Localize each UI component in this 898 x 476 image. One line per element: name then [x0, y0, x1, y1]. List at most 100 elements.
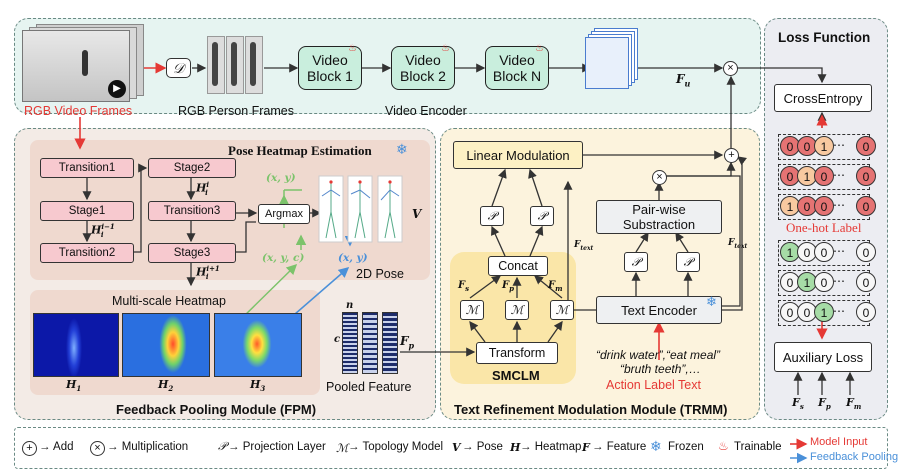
onehot-cell: 0	[814, 272, 834, 292]
onehot-cell: ⋯	[833, 244, 845, 258]
feature-stack	[584, 28, 640, 90]
onehot-cell: 0	[814, 196, 834, 216]
xy-pose-label: (x, y)	[338, 252, 368, 264]
stage2-box: Stage2	[148, 158, 236, 178]
legend-feat: → Feature	[592, 441, 647, 453]
fpm-title: Feedback Pooling Module (FPM)	[116, 402, 317, 417]
video-block-2: Video Block 2	[391, 46, 455, 90]
pairwise-substraction-box: Pair-wise Substraction	[596, 200, 722, 234]
legend-frozen: Frozen	[668, 441, 704, 453]
heatmap-h3	[214, 313, 302, 377]
onehot-cell: 0	[856, 136, 876, 156]
legend-topo-symbol: ℳ	[336, 443, 349, 455]
legend-topo: → Topology Model	[348, 441, 444, 453]
cross-entropy-box: CrossEntropy	[774, 84, 872, 112]
h3-label: H3	[250, 378, 266, 394]
legend-model-input: Model Input	[810, 436, 868, 448]
trainable-icon: ♨	[535, 43, 544, 54]
multiply-node-top: ×	[723, 61, 738, 76]
onehot-cell: 0	[856, 166, 876, 186]
action-text-example-2: “bruth teeth”,…	[620, 362, 701, 376]
xyc-coord-label: (x, y, c)	[262, 252, 305, 264]
onehot-cell: 0	[856, 272, 876, 292]
legend-v-symbol: V	[452, 441, 461, 454]
legend-proj: → Projection Layer	[228, 441, 326, 453]
onehot-cell: 0	[856, 302, 876, 322]
c-label: c	[334, 334, 341, 345]
auxiliary-loss-box: Auxiliary Loss	[774, 342, 872, 372]
linear-modulation-box: Linear Modulation	[453, 141, 583, 169]
play-icon[interactable]: ▶	[108, 80, 126, 98]
stage1-box: Stage1	[40, 201, 134, 221]
projection-box-left: 𝒫	[480, 206, 504, 226]
onehot-cell: 1	[814, 302, 834, 322]
projection-box-right: 𝒫	[530, 206, 554, 226]
transition2-box: Transition2	[40, 243, 134, 263]
trainable-icon: ♨	[348, 43, 357, 54]
onehot-cell: ⋯	[833, 304, 845, 318]
projection-box-text-left: 𝒫	[624, 252, 648, 272]
legend-pose: → Pose	[462, 441, 503, 453]
onehot-cell: ⋯	[833, 168, 845, 182]
multiply-legend-icon: ×	[90, 441, 105, 456]
onehot-cell: 1	[814, 136, 834, 156]
frozen-legend-icon: ❄	[650, 438, 662, 454]
action-text-example-1: “drink water”,“eat meal”	[596, 348, 721, 362]
v-label: V	[412, 207, 422, 221]
legend-trainable: Trainable	[734, 441, 782, 453]
onehot-label: One-hot Label	[786, 220, 862, 235]
onehot-cell: ⋯	[833, 274, 845, 288]
smclm-label: SMCLM	[492, 368, 540, 383]
onehot-cell: 0	[814, 242, 834, 262]
onehot-cell: 0	[814, 166, 834, 186]
fp-feature-label: Fp	[400, 334, 415, 351]
h-i-label: Hii	[196, 180, 210, 197]
legend-panel	[14, 427, 888, 469]
heatmap-h1	[33, 313, 119, 377]
loss-fm-label: Fm	[846, 396, 862, 412]
fs-label: Fs	[458, 280, 470, 293]
onehot-cell: 0	[856, 242, 876, 262]
2d-pose-label: 2D Pose	[356, 267, 404, 281]
n-label: n	[346, 300, 354, 311]
h-i-minus-1-label: Hi−1i	[91, 222, 115, 239]
multiply-node-trmm: ×	[652, 170, 667, 185]
transition1-box: Transition1	[40, 158, 134, 178]
onehot-cell: ⋯	[833, 138, 845, 152]
legend-mul: → Multiplication	[107, 441, 189, 453]
video-block-n: Video Block N	[485, 46, 549, 90]
xy-coord-label: (x, y)	[266, 172, 296, 184]
h1-label: H1	[66, 378, 82, 394]
fp-label: Fp	[502, 280, 515, 293]
legend-heat: → Heatmap	[520, 441, 582, 453]
rgb-person-frames-image	[207, 36, 263, 94]
rgb-video-frames-label: RGB Video Frames	[24, 104, 133, 118]
detector-d-box: 𝒟	[166, 58, 191, 78]
onehot-cell: 0	[780, 302, 800, 322]
onehot-cell: ⋯	[833, 198, 845, 212]
loss-function-title: Loss Function	[778, 30, 871, 45]
projection-box-text-right: 𝒫	[676, 252, 700, 272]
frozen-icon: ❄	[706, 294, 717, 309]
topology-model-box-2: ℳ	[505, 300, 529, 320]
add-legend-icon: +	[22, 441, 37, 456]
loss-fp-label: Fp	[818, 396, 831, 412]
ftext-label-left: Ftext	[574, 240, 594, 252]
video-encoder-label: Video Encoder	[385, 104, 467, 118]
pose-heatmap-title: Pose Heatmap Estimation	[228, 143, 372, 158]
pooled-feature-label: Pooled Feature	[326, 380, 412, 394]
legend-add: → Add	[39, 441, 74, 453]
fu-label: Fu	[676, 72, 691, 89]
legend-h-symbol: H	[510, 441, 521, 454]
video-block-1: Video Block 1	[298, 46, 362, 90]
legend-f-symbol: F	[582, 441, 590, 454]
frozen-icon: ❄	[396, 141, 408, 157]
skeleton-poses	[318, 175, 403, 243]
transition3-box: Transition3	[148, 201, 236, 221]
topology-model-box-1: ℳ	[460, 300, 484, 320]
rgb-person-frames-label: RGB Person Frames	[178, 104, 295, 118]
add-node-trmm: +	[724, 148, 739, 163]
onehot-cell: 0	[780, 136, 800, 156]
text-encoder-box: Text Encoder	[596, 296, 722, 324]
fm-label: Fm	[548, 280, 563, 293]
